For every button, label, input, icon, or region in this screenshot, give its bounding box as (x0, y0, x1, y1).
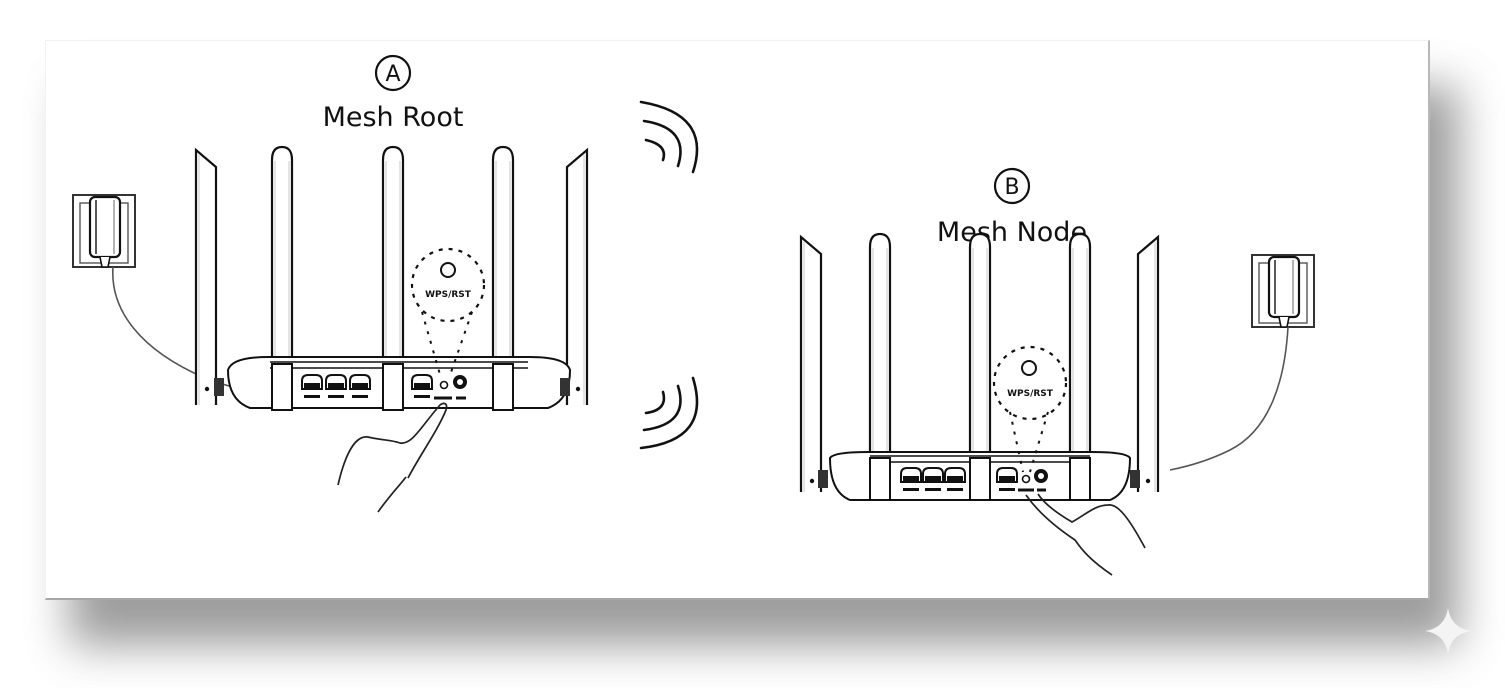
device-b-label-group: B Mesh Node (937, 167, 1087, 248)
device-a-label-group: A Mesh Root (323, 54, 464, 133)
power-outlet-a-icon (71, 193, 137, 269)
badge-b-letter: B (1004, 175, 1019, 200)
antenna-a-1 (194, 148, 218, 407)
wps-callout-b: WPS/RST (992, 345, 1068, 473)
router-b-body (809, 451, 1151, 501)
wps-rst-label-a: WPS/RST (425, 290, 472, 300)
badge-a-circle (374, 54, 412, 92)
power-cable-b (1169, 326, 1289, 471)
power-outlet-b-icon (1250, 253, 1316, 329)
badge-a-letter: A (385, 62, 400, 87)
wifi-signal-lower-icon (639, 376, 699, 450)
sparkle-icon (1425, 608, 1471, 654)
device-a-mesh-root: A Mesh Root (71, 54, 589, 513)
badge-b-circle (993, 167, 1031, 205)
hand-pressing-b-icon (1025, 493, 1146, 576)
antenna-a-5 (565, 148, 589, 407)
wps-rst-label-b: WPS/RST (1007, 389, 1054, 399)
mesh-node-label: Mesh Node (937, 217, 1087, 248)
antenna-b-1 (799, 235, 823, 494)
hand-pressing-a-icon (337, 402, 448, 513)
mesh-root-label: Mesh Root (323, 102, 464, 133)
wps-rst-button-a (439, 380, 449, 390)
wifi-signal-upper-icon (639, 100, 699, 174)
wps-rst-button-b (1021, 474, 1031, 484)
wps-callout-a: WPS/RST (410, 247, 486, 379)
router-a-body (204, 356, 581, 411)
device-b-mesh-node: B Mesh Node (799, 167, 1316, 576)
antenna-b-5 (1136, 235, 1160, 494)
